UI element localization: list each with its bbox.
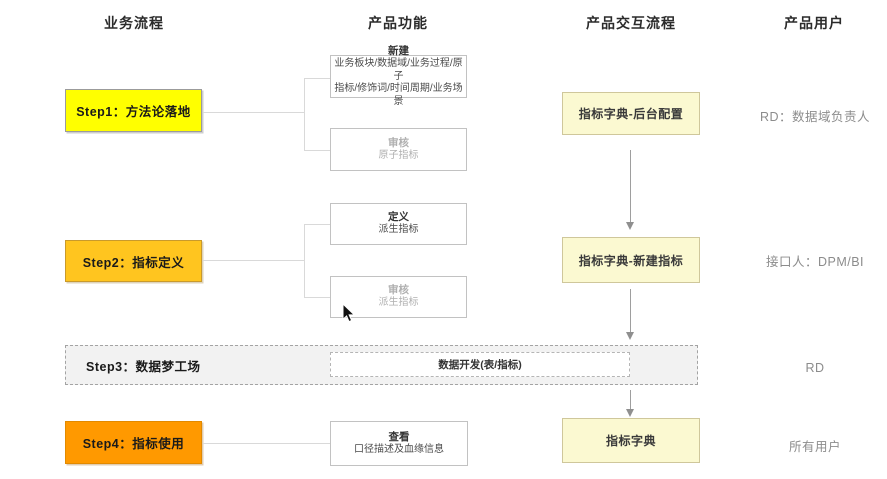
arrow-line	[630, 289, 631, 333]
column-header-product-function: 产品功能	[368, 15, 428, 31]
node-create-title: 新建	[388, 44, 409, 57]
step2-node[interactable]: Step2：指标定义	[65, 240, 202, 282]
connector-line	[304, 224, 330, 225]
node-dict-label: 指标字典	[605, 434, 656, 448]
connector-line	[203, 112, 304, 113]
node-review-derived-title: 审核	[388, 284, 409, 297]
node-define-derived-title: 定义	[388, 211, 409, 224]
node-dict-backend-config-label: 指标字典-后台配置	[578, 107, 684, 121]
node-define-derived[interactable]: 定义 派生指标	[330, 203, 467, 245]
node-review-atomic[interactable]: 审核 原子指标	[330, 128, 467, 171]
connector-line	[304, 224, 305, 297]
column-header-product-user: 产品用户	[784, 15, 844, 31]
node-create-line1: 业务板块/数据域/业务过程/原子	[334, 58, 463, 82]
step1-label: Step1：方法论落地	[76, 105, 191, 119]
step2-label: Step2：指标定义	[82, 255, 185, 270]
node-dict-new-indicator[interactable]: 指标字典-新建指标	[562, 237, 700, 283]
arrow-line	[630, 150, 631, 223]
connector-line	[304, 297, 330, 298]
node-view-caliber-title: 查看	[388, 430, 410, 443]
node-view-caliber[interactable]: 查看 口径描述及血缘信息	[330, 421, 468, 466]
column-header-business-process: 业务流程	[104, 15, 164, 31]
connector-line	[203, 443, 330, 444]
node-create[interactable]: 新建 业务板块/数据域/业务过程/原子 指标/修饰词/时间周期/业务场景	[330, 45, 467, 107]
arrow-line	[630, 390, 631, 410]
connector-line	[203, 260, 304, 261]
arrow-head-icon	[626, 222, 634, 230]
user-label-all-users: 所有用户	[788, 440, 841, 454]
node-data-dev-title: 数据开发(表/指标)	[438, 359, 522, 371]
node-view-caliber-subtitle: 口径描述及血缘信息	[354, 443, 444, 455]
step4-label: Step4：指标使用	[82, 437, 185, 451]
node-review-atomic-title: 审核	[388, 136, 409, 149]
node-review-derived-subtitle: 派生指标	[378, 297, 419, 309]
node-dict-new-indicator-label: 指标字典-新建指标	[578, 253, 684, 268]
connector-line	[304, 78, 330, 79]
node-define-derived-subtitle: 派生指标	[378, 224, 419, 236]
connector-line	[304, 78, 305, 150]
node-dict-backend-config[interactable]: 指标字典-后台配置	[562, 92, 700, 135]
column-header-product-interaction: 产品交互流程	[586, 15, 676, 31]
user-label-rd-dataowner: RD：数据域负责人	[759, 110, 871, 124]
user-label-dpm-bi: 接口人：DPM/BI	[765, 255, 865, 269]
step4-node[interactable]: Step4：指标使用	[65, 421, 202, 464]
node-review-atomic-subtitle: 原子指标	[378, 149, 419, 161]
arrow-head-icon	[626, 332, 634, 340]
mouse-cursor-icon	[342, 302, 356, 323]
step3-label: Step3：数据梦工场	[86, 359, 201, 374]
connector-line	[304, 150, 330, 151]
node-dict[interactable]: 指标字典	[562, 418, 700, 463]
node-data-dev[interactable]: 数据开发(表/指标)	[330, 352, 630, 377]
arrow-head-icon	[626, 409, 634, 417]
user-label-rd: RD	[805, 361, 825, 375]
step1-node[interactable]: Step1：方法论落地	[65, 89, 202, 132]
node-review-derived[interactable]: 审核 派生指标	[330, 276, 467, 318]
node-create-line2: 指标/修饰词/时间周期/业务场景	[334, 83, 463, 107]
